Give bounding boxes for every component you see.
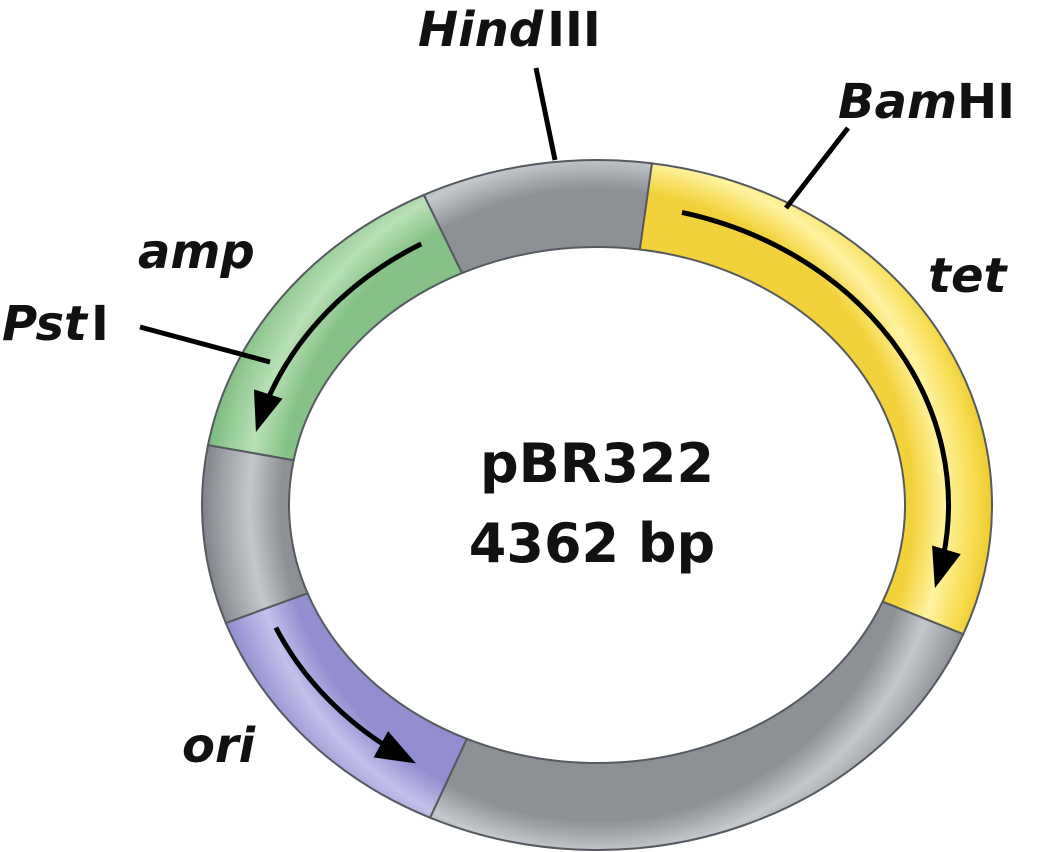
bamhi-leader-line (784, 126, 850, 210)
tet-gene-label: tet (928, 248, 1009, 304)
psti-site-label: PstI (2, 296, 109, 352)
hindiii-leader-line (533, 67, 558, 161)
plasmid-ring (201, 159, 993, 851)
bamhi-italic-part: Bam (838, 74, 957, 130)
ori-arrowhead-icon (373, 731, 416, 764)
tet-direction-arrow (681, 210, 951, 558)
backbone-segment-left (201, 443, 309, 625)
backbone-segment-top (422, 159, 654, 275)
hindiii-roman-part: III (547, 2, 601, 58)
hindiii-site-label: HindIII (418, 2, 601, 58)
tet-arrowhead-icon (932, 545, 961, 589)
psti-leader-line (139, 324, 271, 365)
psti-italic-part: Pst (2, 296, 89, 352)
amp-arrowhead-icon (253, 389, 283, 433)
plasmid-name: pBR322 (480, 432, 714, 495)
plasmid-size: 4362 bp (469, 512, 715, 575)
leader-lines (139, 67, 850, 365)
psti-roman-part: I (91, 296, 109, 352)
ori-segment (224, 591, 469, 819)
direction-arrows (253, 210, 961, 764)
tet-gene-segment (638, 162, 993, 636)
amp-gene-label: amp (138, 224, 255, 280)
backbone-segment-bottom (428, 600, 965, 851)
bamhi-roman-part: HI (957, 74, 1015, 130)
hindiii-italic-part: Hind (418, 2, 544, 58)
ori-direction-arrow (273, 626, 387, 748)
amp-direction-arrow (264, 241, 423, 403)
ori-gene-label: ori (182, 718, 256, 774)
bamhi-site-label: BamHI (838, 74, 1015, 130)
